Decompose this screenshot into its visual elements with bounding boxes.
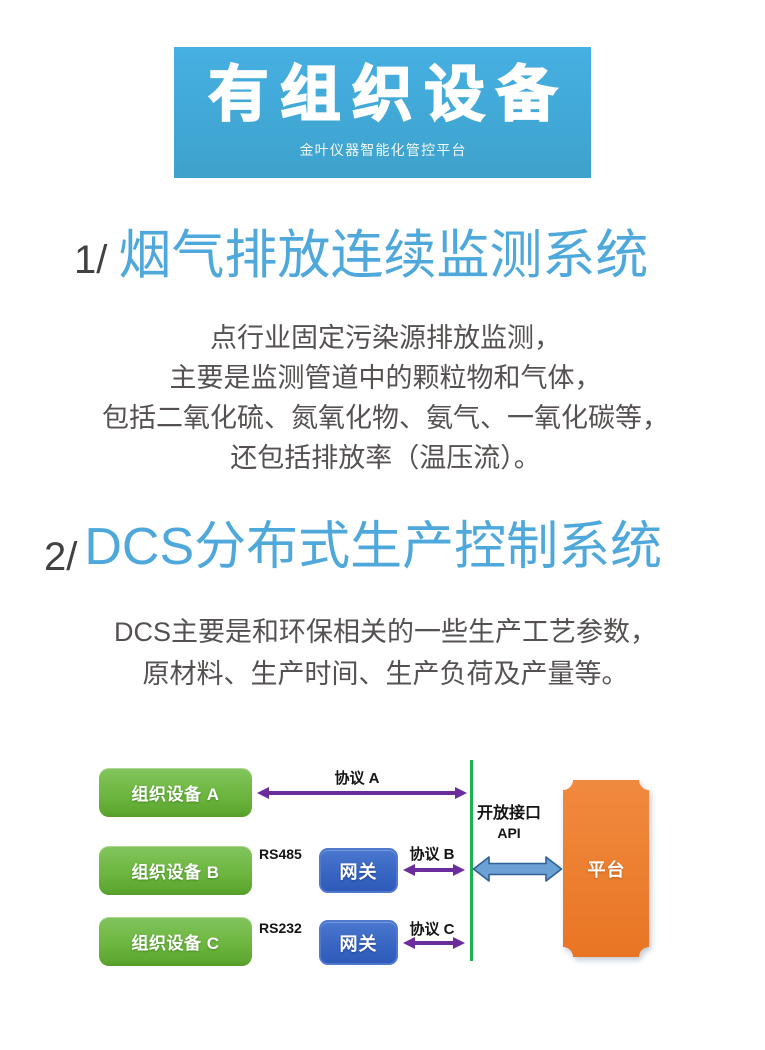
arrow-right-head xyxy=(453,864,465,876)
api-label: API xyxy=(497,825,521,841)
gateway-box-b: 网关 xyxy=(319,848,398,893)
arrow-right-head xyxy=(453,937,465,949)
arrow-left-head xyxy=(403,864,415,876)
section2-title: DCS分布式生产控制系统 xyxy=(84,518,663,576)
banner-subtitle: 金叶仪器智能化管控平台 xyxy=(299,142,467,158)
device-box-a: 组织设备 A xyxy=(99,768,252,817)
arrow-left-head xyxy=(403,937,415,949)
section1-index: 1/ xyxy=(74,238,108,282)
platform-plaque xyxy=(563,780,649,957)
gateway-box-c: 网关 xyxy=(319,920,398,965)
section1-heading: 1/ 烟气排放连续监测系统 xyxy=(74,229,648,282)
arrow-left-head xyxy=(257,787,269,799)
arrow-right-head xyxy=(455,787,467,799)
protocol-b-label: 协议 B xyxy=(409,846,455,863)
protocol-c-arrow xyxy=(403,937,465,949)
section2-line2: 原材料、生产时间、生产负荷及产量等。 xyxy=(142,659,629,689)
banner: 有组织设备 金叶仪器智能化管控平台 xyxy=(174,47,591,178)
api-double-arrow xyxy=(472,856,563,882)
section2-heading: 2/ DCS分布式生产控制系统 xyxy=(44,518,663,577)
protocol-a-label: 协议 A xyxy=(334,770,380,787)
open-interface-label: 开放接口 xyxy=(476,805,541,822)
section1-line4: 还包括排放率（温压流）。 xyxy=(230,443,541,473)
serial-rs485-label: RS485 xyxy=(259,846,302,862)
section1-title: 烟气排放连续监测系统 xyxy=(118,226,649,285)
protocol-b-arrow xyxy=(403,864,465,876)
section2-line1: DCS主要是和环保相关的一些生产工艺参数， xyxy=(113,617,657,647)
section2-paragraph: DCS主要是和环保相关的一些生产工艺参数， 原材料、生产时间、生产负荷及产量等。 xyxy=(3,611,765,695)
divider-green-line xyxy=(470,760,474,961)
protocol-c-label: 协议 C xyxy=(409,921,455,938)
platform-label: 平台 xyxy=(587,859,626,880)
banner-title: 有组织设备 xyxy=(208,61,569,128)
serial-rs232-label: RS232 xyxy=(259,920,302,936)
section1-line1: 点行业固定污染源排放监测， xyxy=(210,323,561,353)
protocol-a-arrow xyxy=(257,787,467,799)
arrow-shaft xyxy=(412,868,456,872)
device-box-b: 组织设备 B xyxy=(99,846,252,895)
section1-paragraph: 点行业固定污染源排放监测， 主要是监测管道中的颗粒物和气体， 包括二氧化硫、氮氧… xyxy=(3,318,765,478)
section1-line2: 主要是监测管道中的颗粒物和气体， xyxy=(169,363,602,393)
section1-line3: 包括二氧化硫、氮氧化物、氨气、一氧化碳等， xyxy=(102,403,669,433)
device-box-c: 组织设备 C xyxy=(99,917,252,966)
arrow-shaft xyxy=(266,791,458,795)
arrow-shaft xyxy=(412,941,456,945)
section2-index: 2/ xyxy=(44,535,78,579)
